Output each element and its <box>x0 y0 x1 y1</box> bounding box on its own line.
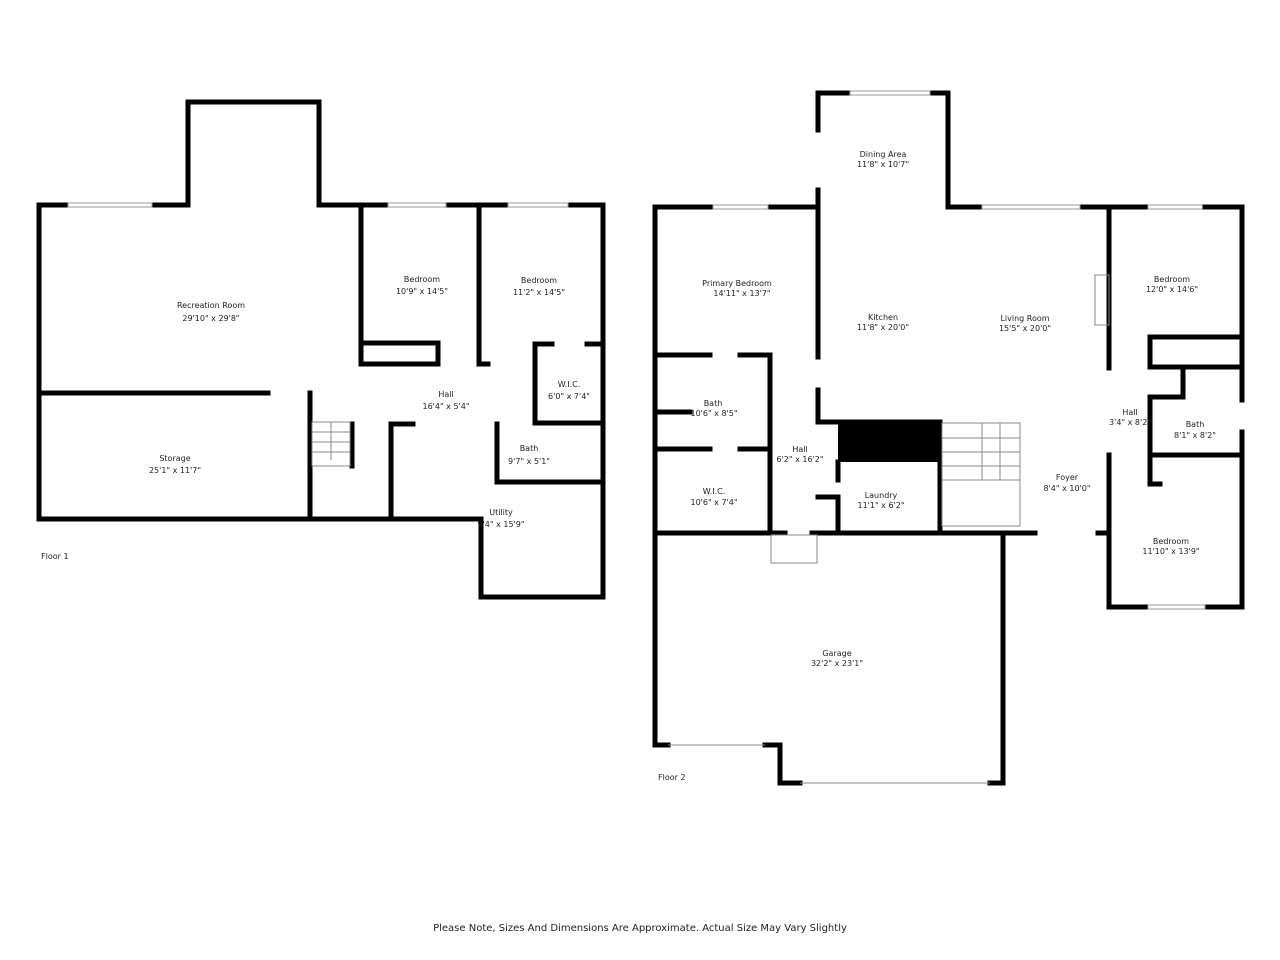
room-size: 16'4" x 5'4" <box>422 402 469 411</box>
room-size: 9'4" x 15'9" <box>477 520 524 529</box>
room-size: 12'0" x 14'6" <box>1146 285 1198 294</box>
window <box>1147 204 1206 210</box>
room-size: 32'2" x 23'1" <box>811 659 863 668</box>
room-size: 8'4" x 10'0" <box>1043 484 1090 493</box>
room-size: 11'8" x 10'7" <box>857 160 909 169</box>
room-size: 6'0" x 7'4" <box>548 392 590 401</box>
window <box>507 202 569 208</box>
room-size: 11'2" x 14'5" <box>513 288 565 297</box>
room-size: 11'1" x 6'2" <box>857 501 904 510</box>
room-name: Storage <box>159 454 190 463</box>
room-name: Dining Area <box>860 150 907 159</box>
room-size: 15'5" x 20'0" <box>999 324 1051 333</box>
room-name: Primary Bedroom <box>702 279 772 288</box>
room-size: 10'6" x 7'4" <box>690 498 737 507</box>
room-name: W.I.C. <box>703 487 726 496</box>
room-name: Living Room <box>1000 314 1049 323</box>
room-size: 3'4" x 8'2" <box>1109 418 1151 427</box>
room-name: Garage <box>822 649 851 658</box>
room-size: 11'10" x 13'9" <box>1142 547 1199 556</box>
room-size: 11'8" x 20'0" <box>857 323 909 332</box>
stair-void <box>838 422 940 462</box>
room-size: 29'10" x 29'8" <box>182 314 239 323</box>
window <box>849 90 931 96</box>
floor-2-walls <box>652 90 1245 786</box>
room-name: Utility <box>489 508 513 517</box>
room-name: Bath <box>704 399 723 408</box>
room-size: 25'1" x 11'7" <box>149 466 201 475</box>
window <box>981 204 1081 210</box>
room-name: Foyer <box>1056 473 1079 482</box>
room-size: 14'11" x 13'7" <box>713 289 770 298</box>
room-name: Recreation Room <box>177 301 245 310</box>
stairs <box>941 422 1021 527</box>
room-name: Bath <box>1186 420 1205 429</box>
room-size: 10'6" x 8'5" <box>690 409 737 418</box>
floor-label: Floor 2 <box>658 773 686 782</box>
room-name: Bedroom <box>521 276 557 285</box>
window <box>387 202 447 208</box>
floor-1-labels: Recreation Room 29'10" x 29'8" Bedroom 1… <box>41 275 590 561</box>
room-name: W.I.C. <box>558 380 581 389</box>
window <box>712 204 769 210</box>
window <box>67 202 153 208</box>
disclaimer-note: Please Note, Sizes And Dimensions Are Ap… <box>433 923 847 934</box>
floor-2-labels: Dining Area 11'8" x 10'7" Primary Bedroo… <box>658 150 1216 782</box>
room-name: Hall <box>792 445 807 454</box>
room-name: Bedroom <box>1153 537 1189 546</box>
room-size: 9'7" x 5'1" <box>508 457 550 466</box>
room-name: Bath <box>520 444 539 453</box>
stairs <box>311 421 351 467</box>
room-size: 10'9" x 14'5" <box>396 287 448 296</box>
window <box>1147 604 1206 610</box>
room-size: 6'2" x 16'2" <box>776 455 823 464</box>
floor-1-walls <box>36 99 606 600</box>
room-name: Bedroom <box>404 275 440 284</box>
room-name: Hall <box>438 390 453 399</box>
room-name: Kitchen <box>868 313 898 322</box>
room-name: Bedroom <box>1154 275 1190 284</box>
room-name: Hall <box>1122 408 1137 417</box>
floor-label: Floor 1 <box>41 552 69 561</box>
room-size: 8'1" x 8'2" <box>1174 431 1216 440</box>
room-name: Laundry <box>865 491 898 500</box>
entry-steps <box>770 534 818 564</box>
fireplace <box>1094 274 1110 326</box>
